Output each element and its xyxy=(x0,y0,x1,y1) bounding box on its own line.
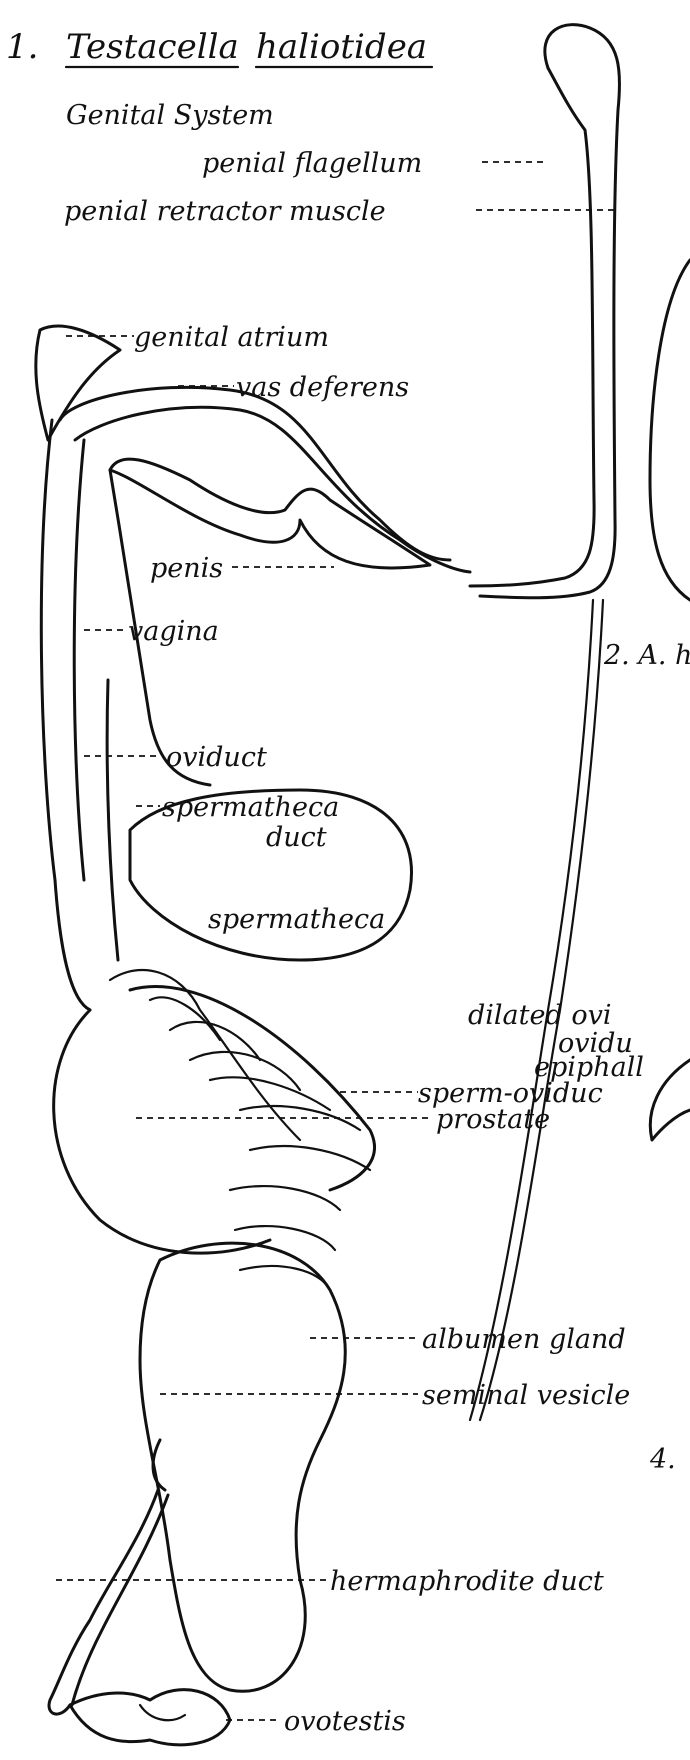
ovotestis-lobe xyxy=(140,1705,185,1720)
label-albumen-gland: albumen gland xyxy=(422,1324,626,1355)
vagina-oviduct-inner xyxy=(74,440,84,880)
title-block: 1. Testacella haliotidea Genital System xyxy=(6,27,432,131)
neighbor-dilated-ovi: dilated ovi xyxy=(468,1000,612,1031)
genital-sac xyxy=(54,1010,270,1253)
label-genital-atrium: genital atrium xyxy=(134,322,329,353)
anatomy-drawing xyxy=(36,25,690,1745)
label-penial-retractor-muscle: penial retractor muscle xyxy=(64,196,386,227)
oviduct-right xyxy=(107,680,118,960)
species-name: haliotidea xyxy=(256,27,427,67)
albumen-gland xyxy=(140,1243,345,1691)
penis xyxy=(110,459,430,568)
label-prostate: prostate xyxy=(436,1104,550,1135)
label-oviduct: oviduct xyxy=(166,742,267,773)
label-ovotestis: ovotestis xyxy=(284,1706,406,1737)
neighbor-fig4-label: 4. xyxy=(649,1444,676,1475)
hermaphrodite-duct-2 xyxy=(72,1495,168,1705)
figure-number: 1. xyxy=(6,27,38,67)
label-spermatheca: spermatheca xyxy=(208,904,385,935)
label-penis: penis xyxy=(150,553,223,584)
neighbor-fig-arc-mid xyxy=(650,1060,690,1140)
label-vagina: vagina xyxy=(128,616,219,647)
label-hermaphrodite-duct: hermaphrodite duct xyxy=(330,1566,604,1597)
genus-name: Testacella xyxy=(66,27,239,67)
neighbor-epiphall: epiphall xyxy=(534,1052,644,1083)
label-spermatheca-duct-line1: spermatheca xyxy=(162,792,339,823)
subtitle: Genital System xyxy=(66,100,274,131)
neighbor-fig2-label: 2. A. h xyxy=(603,640,690,671)
vagina-oviduct-outer xyxy=(41,420,90,1010)
labels: penial flagellum penial retractor muscle… xyxy=(64,148,630,1737)
neighbor-fig-arc-top xyxy=(650,260,690,600)
label-seminal-vesicle: seminal vesicle xyxy=(422,1380,630,1411)
hermaphrodite-duct xyxy=(49,1490,158,1714)
ovotestis xyxy=(70,1690,230,1745)
vas-deferens-inner xyxy=(75,407,470,572)
penial-flagellum xyxy=(480,25,620,598)
penial-flagellum-inner xyxy=(470,68,594,586)
label-spermatheca-duct-line2: duct xyxy=(266,822,327,853)
label-vas-deferens: vas deferens xyxy=(236,372,409,403)
label-penial-flagellum: penial flagellum xyxy=(202,148,422,179)
